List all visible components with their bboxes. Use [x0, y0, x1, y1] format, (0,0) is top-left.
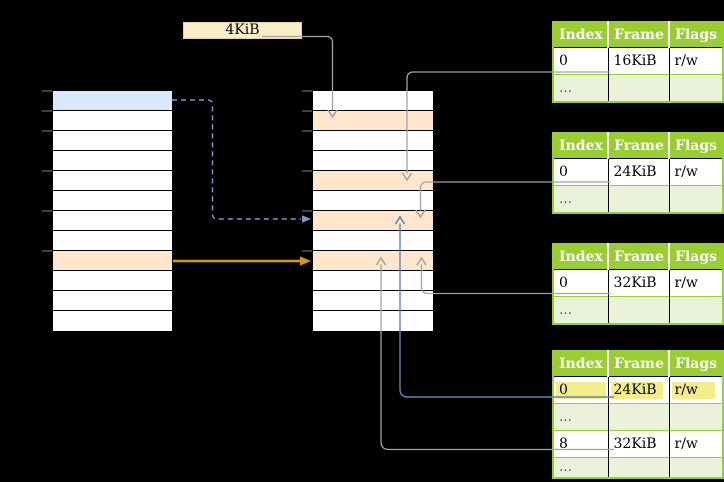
- memory-cell-orange: [53, 251, 172, 271]
- table-cell: …: [553, 185, 609, 213]
- table-cell: [669, 185, 723, 213]
- table-cell: r/w: [669, 158, 723, 186]
- page-size-label: 4KiB: [183, 22, 302, 39]
- highlighted-value: 24KiB: [610, 381, 663, 399]
- table-cell: 32KiB: [608, 269, 670, 297]
- table-row-ellipsis: …: [553, 74, 723, 102]
- table-row-ellipsis: …: [553, 296, 723, 324]
- table-header-frame: Frame: [608, 351, 670, 377]
- table-row-ellipsis: …: [553, 185, 723, 213]
- memory-cell-white: [53, 171, 172, 191]
- table-cell: [669, 457, 723, 478]
- table-cell: [608, 185, 670, 213]
- table-cell: [669, 74, 723, 102]
- memory-cell-white: [53, 191, 172, 211]
- table-header-index: Index: [553, 22, 609, 48]
- table-cell: r/w: [669, 376, 723, 404]
- table-header-index: Index: [553, 133, 609, 159]
- table-cell: 16KiB: [608, 47, 670, 75]
- table-cell: [669, 403, 723, 431]
- table-header-flags: Flags: [669, 244, 723, 270]
- table-cell: 0: [553, 376, 609, 404]
- memory-cell-white: [313, 91, 433, 111]
- memory-cell-orange: [313, 251, 433, 271]
- table-header-index: Index: [553, 244, 609, 270]
- table-cell: 32KiB: [608, 430, 670, 458]
- table-header-frame: Frame: [608, 133, 670, 159]
- table-cell: 0: [553, 158, 609, 186]
- physical-memory-column: [312, 90, 434, 332]
- table-header-flags: Flags: [669, 351, 723, 377]
- memory-cell-white: [53, 311, 172, 331]
- highlighted-value: r/w: [671, 381, 715, 399]
- memory-cell-white: [313, 291, 433, 311]
- memory-cell-white: [313, 131, 433, 151]
- memory-cell-blue: [53, 91, 172, 111]
- memory-cell-white: [53, 211, 172, 231]
- table-cell: …: [553, 457, 609, 478]
- table-cell: …: [553, 74, 609, 102]
- table-cell: 0: [553, 47, 609, 75]
- arrow-virtual-page0-to-frame-24kib-head: [302, 215, 311, 223]
- memory-cell-white: [313, 271, 433, 291]
- table-cell: [608, 403, 670, 431]
- table-cell: 24KiB: [608, 158, 670, 186]
- memory-cell-white: [53, 111, 172, 131]
- table-cell: 8: [553, 430, 609, 458]
- table-cell: …: [553, 296, 609, 324]
- table-row-ellipsis: …: [553, 403, 723, 431]
- arrow-virtual-page0-to-frame-24kib: [172, 99, 301, 220]
- memory-cell-white: [53, 151, 172, 171]
- arrow-virtual-page8-to-frame-32kib-head: [300, 256, 311, 266]
- memory-cell-orange: [313, 171, 433, 191]
- memory-cell-white: [313, 231, 433, 251]
- table-cell: r/w: [669, 47, 723, 75]
- table-cell: 0: [553, 269, 609, 297]
- memory-cell-orange: [313, 211, 433, 231]
- memory-cell-white: [313, 191, 433, 211]
- memory-cell-white: [53, 131, 172, 151]
- table-cell: [608, 74, 670, 102]
- table-cell: 24KiB: [608, 376, 670, 404]
- table-cell: …: [553, 403, 609, 431]
- memory-cell-white: [313, 311, 433, 331]
- table-cell: [608, 296, 670, 324]
- table-row-ellipsis: …: [553, 457, 723, 478]
- table-header-frame: Frame: [608, 244, 670, 270]
- table-header-frame: Frame: [608, 22, 670, 48]
- table-cell: r/w: [669, 430, 723, 458]
- table-cell: r/w: [669, 269, 723, 297]
- table-header-index: Index: [553, 351, 609, 377]
- highlighted-value: 0: [556, 381, 606, 399]
- table-cell: [608, 457, 670, 478]
- memory-cell-white: [53, 231, 172, 251]
- memory-cell-orange: [313, 111, 433, 131]
- table-header-flags: Flags: [669, 133, 723, 159]
- memory-cell-white: [53, 291, 172, 311]
- virtual-memory-column: [52, 90, 173, 332]
- table-header-flags: Flags: [669, 22, 723, 48]
- memory-cell-white: [313, 151, 433, 171]
- memory-cell-white: [53, 271, 172, 291]
- table-cell: [669, 296, 723, 324]
